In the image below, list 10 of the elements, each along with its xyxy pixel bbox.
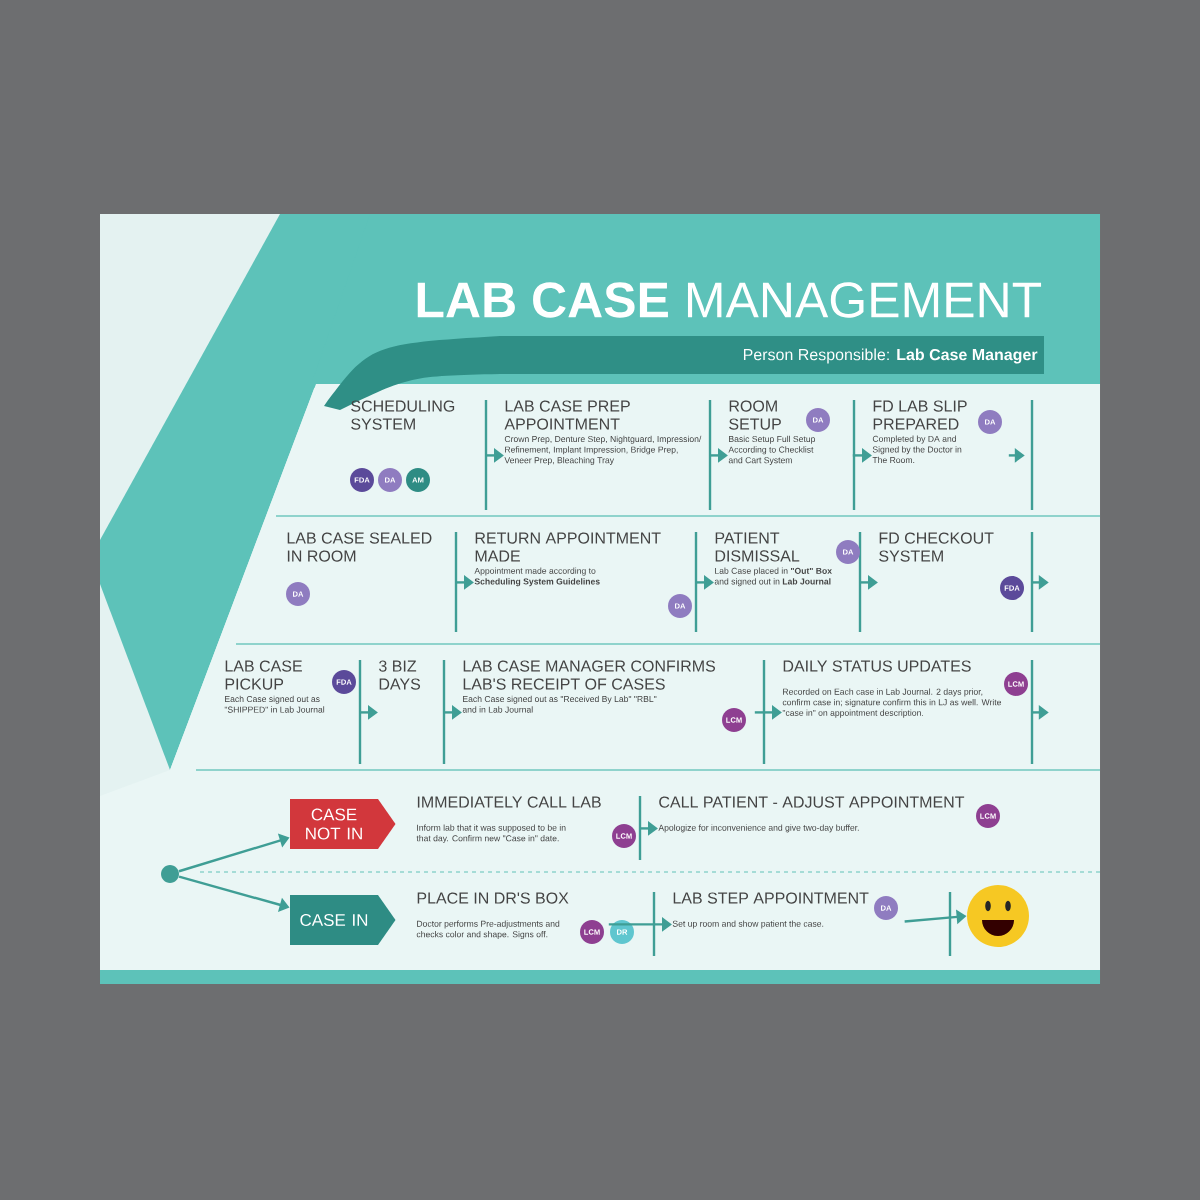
- status-tag: CASE IN: [290, 895, 396, 945]
- step-text: SCHEDULING SYSTEM: [351, 400, 455, 430]
- step-text: FD CHECKOUT SYSTEM: [879, 532, 994, 562]
- smiley-face-icon: [967, 885, 1029, 947]
- status-tag: CASE NOT IN: [290, 799, 396, 849]
- step-text: 3 BIZ DAYS: [379, 660, 421, 690]
- title: LAB CASE MANAGEMENT: [417, 282, 1042, 318]
- junction-dot: [161, 865, 179, 883]
- responsible-label: Person Responsible: Lab Case Manager: [743, 348, 1038, 364]
- step-text: LAB CASE SEALED IN ROOM: [287, 532, 432, 562]
